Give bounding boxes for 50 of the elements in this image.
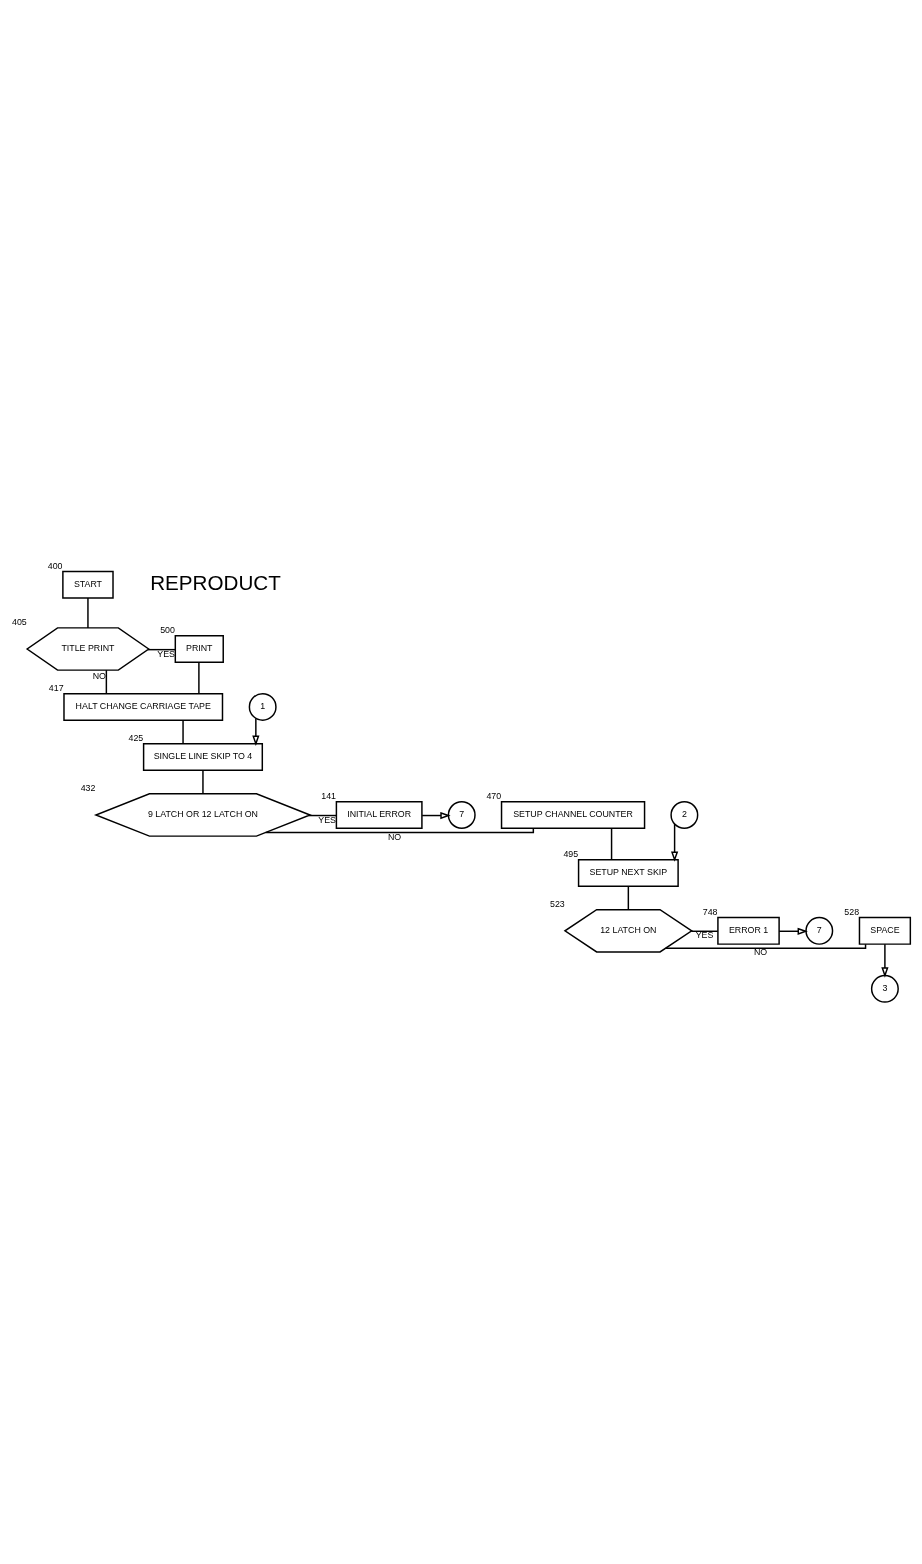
node-label: 495 [563, 849, 579, 860]
node-box: SETUP CHANNEL COUNTER [500, 801, 646, 829]
edge-label: YES [695, 930, 714, 941]
edge-label: NO [92, 671, 106, 682]
connector [664, 943, 867, 949]
connector [147, 648, 176, 651]
connector [105, 669, 108, 695]
node-label: 425 [128, 733, 144, 744]
node-label: 405 [12, 617, 27, 628]
node-circle: 3 [870, 974, 899, 1003]
connector [182, 719, 184, 745]
node-label: 432 [80, 783, 96, 794]
node-box: PRINT [174, 635, 224, 663]
node-label: 400 [47, 561, 63, 572]
connector [610, 827, 613, 861]
connector [627, 885, 630, 911]
node-box: SPACE [858, 916, 912, 945]
node-label: 500 [160, 625, 175, 636]
connector [308, 814, 338, 817]
node-label: 528 [844, 907, 860, 918]
connector [264, 827, 535, 834]
arrow [421, 811, 451, 820]
arrow [778, 927, 808, 935]
node-label: 417 [48, 683, 64, 694]
edge-label: YES [157, 648, 175, 659]
arrow [881, 943, 889, 978]
node-box: INITIAL ERROR [335, 801, 423, 829]
node-circle: 7 [805, 916, 834, 945]
arrow [252, 717, 260, 746]
node-circle: 1 [248, 692, 277, 721]
node-label: 748 [702, 907, 718, 918]
node-box: SETUP NEXT SKIP [577, 858, 679, 887]
connector [690, 930, 719, 932]
node-label: 470 [486, 791, 502, 802]
edge-label: YES [318, 814, 336, 825]
edge-label: NO [753, 947, 768, 958]
node-box: SINGLE LINE SKIP TO 4 [142, 743, 264, 772]
arrow [671, 823, 679, 862]
edge-label: NO [387, 831, 402, 842]
node-label: 141 [321, 791, 337, 802]
connector [87, 597, 89, 629]
label: REPRODUCT [150, 570, 281, 594]
connector [202, 769, 204, 795]
node-circle: 2 [670, 801, 699, 829]
node-box: START [62, 570, 114, 599]
connector [198, 661, 200, 695]
node-box: HALT CHANGE CARRIAGE TAPE [63, 692, 224, 721]
node-box: ERROR 1 [717, 916, 780, 945]
node-circle: 7 [447, 801, 476, 829]
node-label: 523 [550, 899, 565, 910]
